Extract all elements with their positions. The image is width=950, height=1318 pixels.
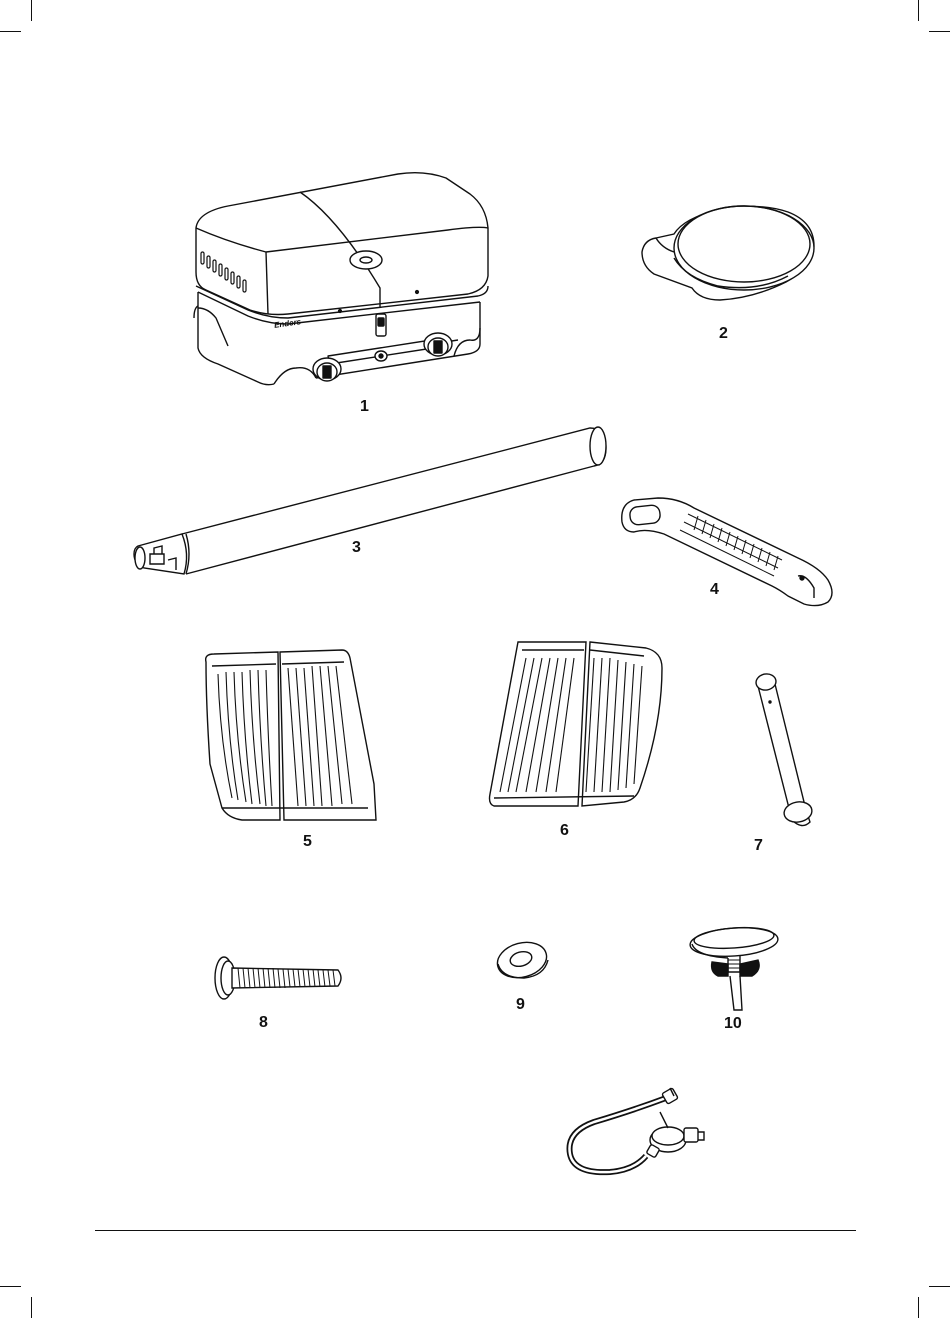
part-3-leg-tube (132, 424, 612, 584)
part-10-number: 10 (724, 1016, 742, 1032)
bolt-icon (210, 954, 344, 1004)
grill-grate-icon (486, 634, 664, 808)
part-1-number: 1 (360, 399, 369, 415)
part-7-number: 7 (754, 838, 763, 854)
footer-rule (95, 1230, 856, 1231)
part-1-grill: Enders (188, 168, 498, 393)
crop-mark (918, 1297, 919, 1318)
wing-nut-foot-icon (688, 918, 784, 1014)
part-5-number: 5 (303, 834, 312, 850)
part-9-washer (494, 938, 550, 982)
gas-hose-regulator-icon (564, 1084, 710, 1178)
crop-mark (0, 1286, 21, 1287)
part-8-bolt (210, 954, 344, 1004)
part-8-number: 8 (259, 1015, 268, 1031)
crop-mark (31, 1297, 32, 1318)
part-10-foot (688, 918, 784, 1014)
crop-mark (929, 31, 950, 32)
part-4-number: 4 (710, 582, 719, 598)
part-4-handle (618, 494, 840, 610)
crop-mark (0, 31, 21, 32)
part-2-drip-tray (638, 188, 818, 308)
crop-mark (31, 0, 32, 21)
cylinder-tube-icon (750, 670, 820, 832)
part-7-tube (750, 670, 820, 832)
part-2-number: 2 (719, 326, 728, 342)
gas-grill-icon (188, 168, 498, 393)
drip-tray-icon (638, 188, 818, 308)
washer-icon (494, 938, 550, 982)
part-gas-hose-regulator (564, 1084, 710, 1178)
crop-mark (918, 0, 919, 21)
part-3-number: 3 (352, 540, 361, 556)
part-9-number: 9 (516, 997, 525, 1013)
part-5-grate (198, 644, 380, 824)
grill-grate-icon (198, 644, 380, 824)
handle-icon (618, 494, 840, 610)
part-6-number: 6 (560, 823, 569, 839)
leg-tube-icon (132, 424, 612, 584)
crop-mark (929, 1286, 950, 1287)
part-6-grate (486, 634, 664, 808)
